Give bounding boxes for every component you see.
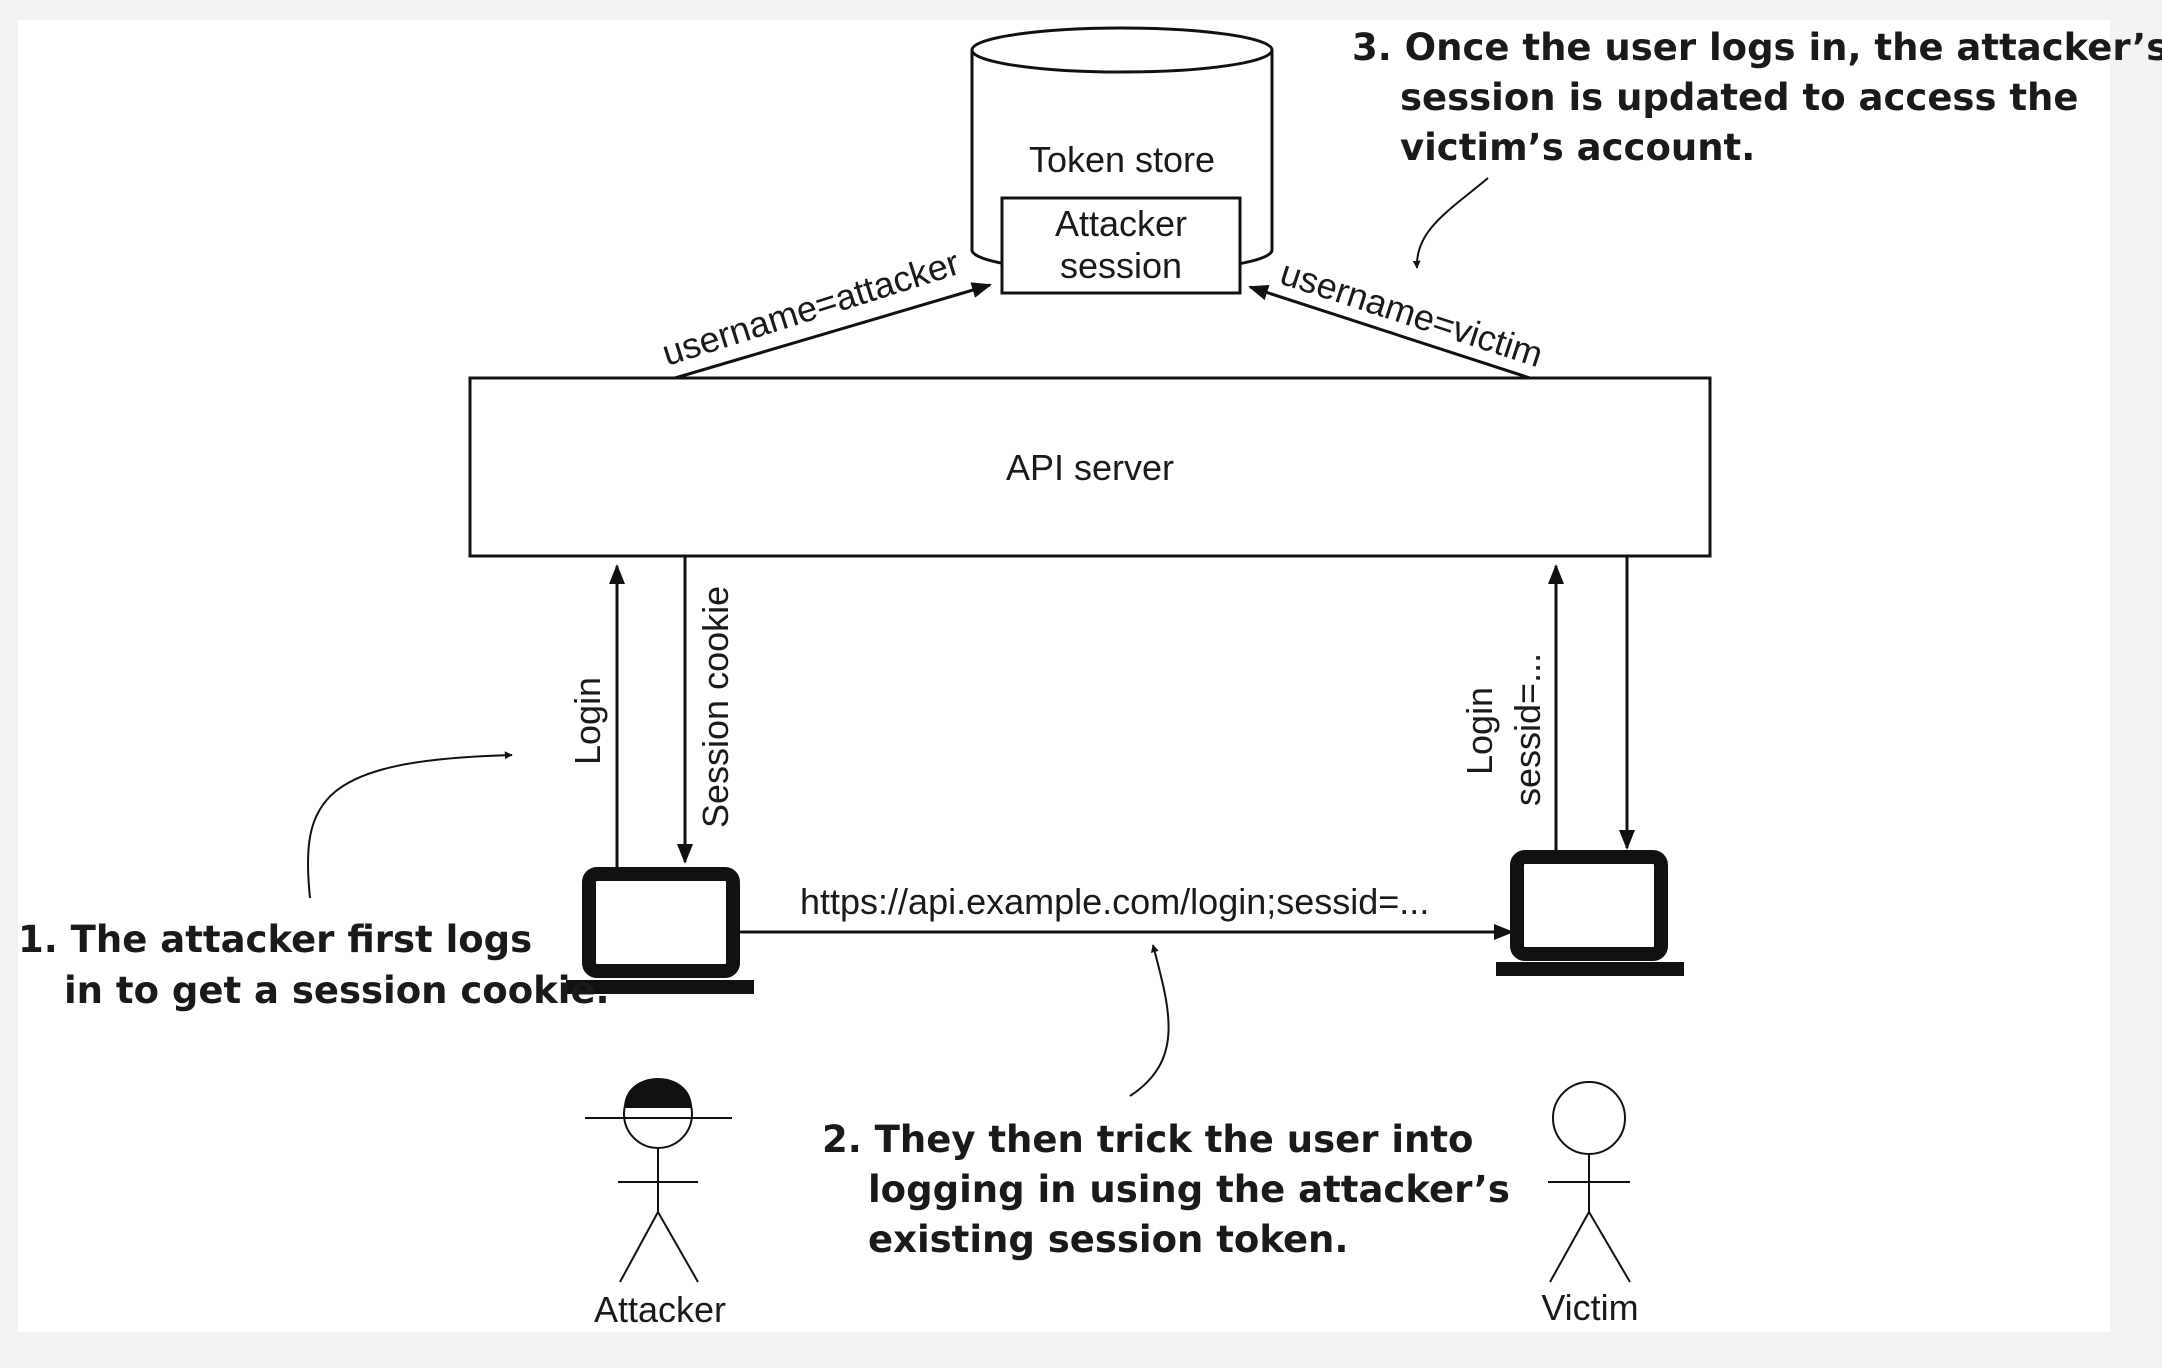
attacker-session-label-line2: session	[1060, 245, 1182, 286]
note2-line1: 2. They then trick the user into	[822, 1118, 1473, 1161]
note1-pointer	[307, 751, 513, 899]
attacker-session-box: Attacker session	[1000, 196, 1242, 295]
note2-line2: logging in using the attacker’s	[868, 1168, 1510, 1211]
victim-figure-icon	[1548, 1081, 1631, 1283]
label-phishing-url: https://api.example.com/login;sessid=...	[800, 881, 1429, 922]
note2-pointer	[1129, 944, 1170, 1097]
actor-attacker-label: Attacker	[594, 1289, 726, 1330]
attacker-session-label-line1: Attacker	[1055, 203, 1187, 244]
attacker-laptop-icon	[566, 867, 754, 994]
api-server-box: API server	[468, 376, 1712, 558]
note1-line1: 1. The attacker first logs	[18, 918, 532, 961]
note2-line3: existing session token.	[868, 1218, 1348, 1261]
note-1: 1. The attacker first logs in to get a s…	[18, 918, 610, 1012]
note3-line2: session is updated to access the	[1400, 76, 2078, 119]
label-sessid-victim: sessid=...	[1507, 653, 1548, 806]
attacker-figure-icon	[585, 1078, 732, 1283]
api-server-label: API server	[1006, 447, 1174, 488]
arrow-username-victim	[1248, 284, 1531, 380]
note3-line1: 3. Once the user logs in, the attacker’s	[1352, 26, 2162, 69]
token-store-label: Token store	[1029, 139, 1215, 180]
label-session-cookie: Session cookie	[695, 586, 736, 828]
actor-victim-label: Victim	[1541, 1287, 1638, 1328]
note3-pointer	[1412, 177, 1489, 269]
note3-line3: victim’s account.	[1400, 126, 1755, 169]
note-3: 3. Once the user logs in, the attacker’s…	[1352, 26, 2162, 169]
note-2: 2. They then trick the user into logging…	[822, 1118, 1510, 1261]
label-login-attacker: Login	[567, 677, 608, 765]
note1-line2: in to get a session cookie.	[64, 969, 610, 1012]
victim-laptop-icon	[1496, 850, 1684, 976]
label-login-victim: Login	[1459, 687, 1500, 775]
arrow-username-attacker	[674, 282, 992, 380]
